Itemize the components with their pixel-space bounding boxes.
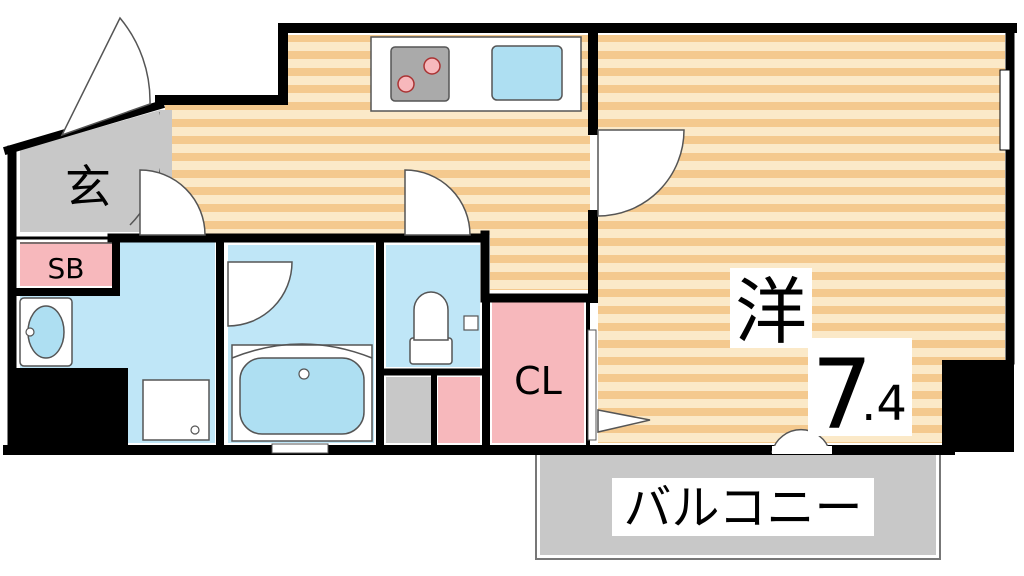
burner-icon: [397, 75, 415, 93]
bath-window: [271, 443, 329, 454]
entrance-floor: [20, 110, 160, 232]
western-room-size-decimal: .4: [861, 376, 907, 432]
western-room-door: [597, 129, 685, 217]
western-room-floor: [598, 35, 1005, 443]
western-room-size-bg: [808, 338, 912, 436]
toilet-paper-icon: [463, 315, 479, 331]
closet-door: [597, 409, 651, 433]
bathtub-rim: [231, 343, 373, 359]
washroom-door: [139, 169, 206, 236]
toilet-storage-gray: [386, 377, 431, 443]
toilet-tank: [409, 337, 453, 365]
entrance-door-swing: [60, 16, 151, 137]
kitchen-sink: [491, 45, 563, 101]
closet-area: [492, 298, 584, 443]
toilet-bowl-icon: [413, 291, 449, 341]
western-room-size: 7: [811, 339, 872, 451]
western-room-label-bg: [730, 268, 812, 348]
tub-drain-icon: [298, 368, 310, 380]
bathtub-basin: [239, 357, 365, 435]
bathroom-door: [227, 261, 293, 327]
window-right: [999, 69, 1011, 151]
shoebox-label: SB: [48, 252, 85, 285]
shoebox-area: [20, 242, 112, 286]
balcony-label-bg: [612, 478, 874, 536]
entrance-label: 玄: [65, 160, 111, 214]
drain-icon: [190, 425, 200, 435]
pillar-right: [942, 360, 1014, 452]
burner-icon: [423, 57, 441, 75]
toilet-door: [404, 169, 471, 236]
balcony-label: バルコニー: [623, 480, 862, 536]
faucet-icon: [25, 327, 35, 337]
pillar-left: [10, 368, 128, 450]
closet-label: CL: [514, 359, 562, 403]
stove: [390, 46, 450, 102]
closet-door-panel: [587, 329, 597, 441]
walls: [3, 23, 1017, 455]
western-room-label: 洋: [735, 270, 807, 354]
toilet-storage-pink: [438, 377, 480, 443]
balcony-door-opening: [772, 446, 832, 454]
